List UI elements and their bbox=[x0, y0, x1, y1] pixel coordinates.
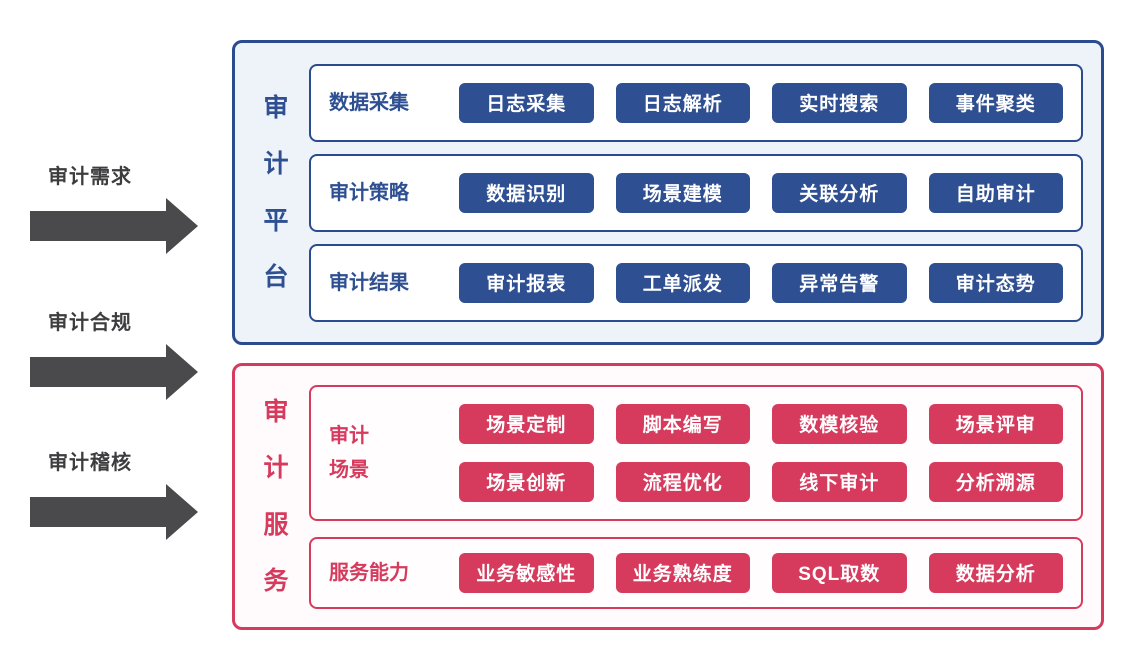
flow-label: 审计需求 bbox=[48, 166, 132, 188]
flow-label: 审计稽核 bbox=[48, 452, 132, 474]
right-arrow-icon bbox=[30, 484, 226, 540]
arrow-shaft bbox=[30, 211, 166, 241]
panel-title-vertical: 审计平台 bbox=[247, 43, 305, 342]
arrow-head bbox=[166, 198, 198, 254]
capability-chip: 场景评审 bbox=[928, 403, 1063, 444]
capability-chip: 日志采集 bbox=[459, 82, 594, 123]
scene-grid: 场景定制 脚本编写 数模核验 场景评审 场景创新 流程优化 线下审计 分析溯源 bbox=[459, 403, 1063, 502]
capability-chip: 关联分析 bbox=[772, 172, 907, 213]
arrow-head bbox=[166, 484, 198, 540]
button-set: 数据识别 场景建模 关联分析 自助审计 bbox=[459, 172, 1063, 213]
platform-rows: 数据采集 日志采集 日志解析 实时搜索 事件聚类 审计策略 数据识别 场景建模 … bbox=[309, 43, 1083, 342]
capability-chip: 数据分析 bbox=[928, 552, 1063, 593]
panel-title-text: 审计平台 bbox=[263, 94, 289, 291]
capability-chip: 数据识别 bbox=[459, 172, 594, 213]
capability-chip: 流程优化 bbox=[615, 461, 750, 502]
button-set: 场景定制 脚本编写 数模核验 场景评审 bbox=[459, 403, 1063, 444]
capability-chip: 场景定制 bbox=[459, 403, 594, 444]
capability-chip: 实时搜索 bbox=[772, 82, 907, 123]
capability-chip: 场景建模 bbox=[615, 172, 750, 213]
row-label: 服务能力 bbox=[329, 561, 409, 584]
capability-chip: 异常告警 bbox=[772, 262, 907, 303]
button-set: 日志采集 日志解析 实时搜索 事件聚类 bbox=[459, 82, 1063, 123]
capability-chip: 事件聚类 bbox=[928, 82, 1063, 123]
service-rows: 审计 场景 场景定制 脚本编写 数模核验 场景评审 场景创新 流程优化 线下审计… bbox=[309, 366, 1083, 627]
flow-audit-demand: 审计需求 bbox=[30, 160, 230, 254]
panel-title-text: 审计服务 bbox=[263, 398, 289, 595]
capability-chip: 自助审计 bbox=[928, 172, 1063, 213]
capability-chip: 工单派发 bbox=[615, 262, 750, 303]
arrow-shaft bbox=[30, 497, 166, 527]
capability-chip: 线下审计 bbox=[772, 461, 907, 502]
capability-chip: 审计报表 bbox=[459, 262, 594, 303]
right-arrow-icon bbox=[30, 198, 226, 254]
row-label: 数据采集 bbox=[329, 91, 409, 114]
row-service-capability: 服务能力 业务敏感性 业务熟练度 SQL取数 数据分析 bbox=[309, 536, 1083, 609]
capability-chip: SQL取数 bbox=[772, 552, 907, 593]
capability-chip: 分析溯源 bbox=[928, 461, 1063, 502]
panel-title-vertical: 审计服务 bbox=[247, 366, 305, 627]
arrow-head bbox=[166, 344, 198, 400]
flow-label: 审计合规 bbox=[48, 312, 132, 334]
capability-chip: 脚本编写 bbox=[615, 403, 750, 444]
capability-chip: 数模核验 bbox=[772, 403, 907, 444]
button-set: 场景创新 流程优化 线下审计 分析溯源 bbox=[459, 461, 1063, 502]
flow-audit-compliance: 审计合规 bbox=[30, 306, 230, 400]
flow-audit-check: 审计稽核 bbox=[30, 446, 230, 540]
button-set: 业务敏感性 业务熟练度 SQL取数 数据分析 bbox=[459, 552, 1063, 593]
panel-audit-platform: 审计平台 数据采集 日志采集 日志解析 实时搜索 事件聚类 审计策略 数据识别 … bbox=[232, 40, 1104, 345]
capability-chip: 业务敏感性 bbox=[459, 552, 594, 593]
right-arrow-icon bbox=[30, 344, 226, 400]
row-audit-strategy: 审计策略 数据识别 场景建模 关联分析 自助审计 bbox=[309, 153, 1083, 232]
row-data-collection: 数据采集 日志采集 日志解析 实时搜索 事件聚类 bbox=[309, 63, 1083, 142]
capability-chip: 场景创新 bbox=[459, 461, 594, 502]
capability-chip: 审计态势 bbox=[928, 262, 1063, 303]
panel-audit-service: 审计服务 审计 场景 场景定制 脚本编写 数模核验 场景评审 场景创新 流程优化… bbox=[232, 363, 1104, 630]
row-label: 审计结果 bbox=[329, 271, 409, 294]
row-audit-result: 审计结果 审计报表 工单派发 异常告警 审计态势 bbox=[309, 243, 1083, 322]
row-audit-scene: 审计 场景 场景定制 脚本编写 数模核验 场景评审 场景创新 流程优化 线下审计… bbox=[309, 384, 1083, 521]
button-set: 审计报表 工单派发 异常告警 审计态势 bbox=[459, 262, 1063, 303]
row-label: 审计策略 bbox=[329, 181, 409, 204]
row-label: 审计 场景 bbox=[329, 424, 369, 481]
capability-chip: 业务熟练度 bbox=[615, 552, 750, 593]
capability-chip: 日志解析 bbox=[615, 82, 750, 123]
arrow-shaft bbox=[30, 357, 166, 387]
